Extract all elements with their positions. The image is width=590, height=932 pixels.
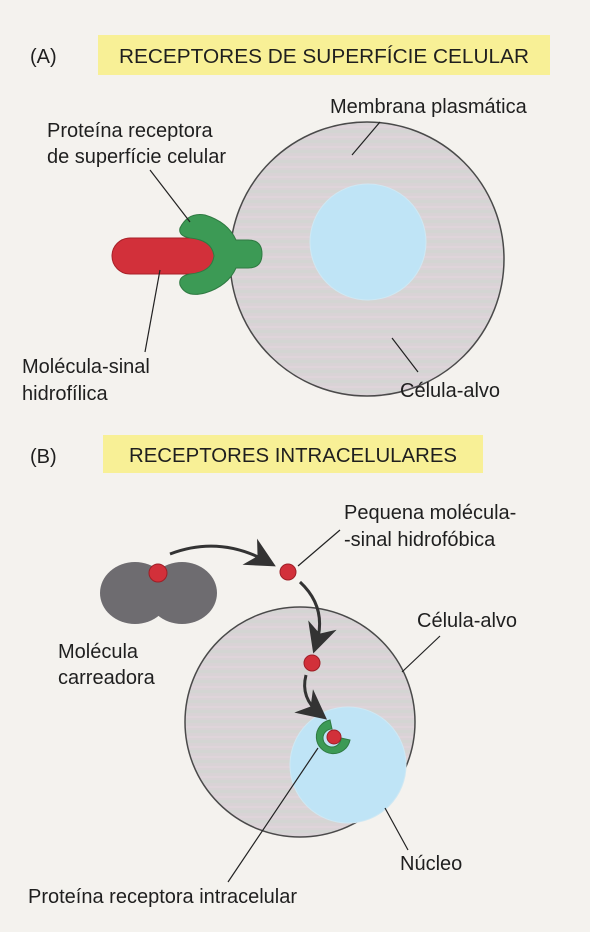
label-small-signal-line2: -sinal hidrofóbica: [344, 529, 496, 551]
panel-a-title: RECEPTORES DE SUPERFÍCIE CELULAR: [119, 45, 529, 68]
panel-b-title: RECEPTORES INTRACELULARES: [129, 445, 457, 467]
label-receptor-line1: Proteína receptora: [47, 120, 214, 142]
hydrophobic-signal-cytoplasm: [303, 654, 321, 672]
label-carrier-line2: carreadora: [58, 667, 156, 689]
hydrophilic-signal-molecule: [111, 237, 221, 275]
panel-a-letter: (A): [30, 46, 57, 68]
arrow-enter-cell: [298, 580, 337, 654]
carrier-molecule: [100, 562, 217, 624]
leader-intracellular-receptor: [227, 747, 319, 883]
label-intracellular-receptor: Proteína receptora intracelular: [28, 886, 297, 908]
hydrophobic-signal-free: [279, 563, 297, 581]
leader-signal: [144, 269, 161, 353]
hydrophobic-signal-bound: [326, 729, 342, 745]
panel-a-title-highlight: [98, 35, 550, 75]
leader-target-cell-b: [401, 635, 441, 673]
label-signal-line1: Molécula-sinal: [22, 356, 150, 378]
label-target-cell-a: Célula-alvo: [400, 380, 500, 402]
arrow-release: [169, 538, 276, 567]
label-nucleus: Núcleo: [400, 853, 462, 875]
leader-target-cell-a: [391, 337, 419, 373]
nucleus-a: [309, 183, 427, 301]
arrow-bind-receptor: [294, 674, 328, 720]
leader-membrane: [351, 121, 381, 156]
leader-small-signal: [297, 529, 341, 567]
panel-b-title-highlight: [103, 435, 483, 473]
panel-b: (B) RECEPTORES INTRACELULARES Pequena mo…: [28, 435, 517, 908]
label-signal-line2: hidrofílica: [22, 383, 108, 405]
label-target-cell-b: Célula-alvo: [417, 610, 517, 632]
label-small-signal-line1: Pequena molécula-: [344, 502, 516, 524]
label-plasma-membrane: Membrana plasmática: [330, 96, 528, 118]
panel-b-letter: (B): [30, 446, 57, 468]
cell-surface-receptor: [179, 214, 263, 295]
label-carrier-line1: Molécula: [58, 641, 139, 663]
label-receptor-line2: de superfície celular: [47, 146, 226, 168]
intracellular-receptor: [315, 719, 351, 755]
panel-a: (A) RECEPTORES DE SUPERFÍCIE CELULAR Mem…: [22, 35, 550, 405]
nucleus-b: [289, 706, 407, 824]
leader-receptor: [149, 169, 191, 223]
leader-nucleus: [384, 807, 409, 851]
